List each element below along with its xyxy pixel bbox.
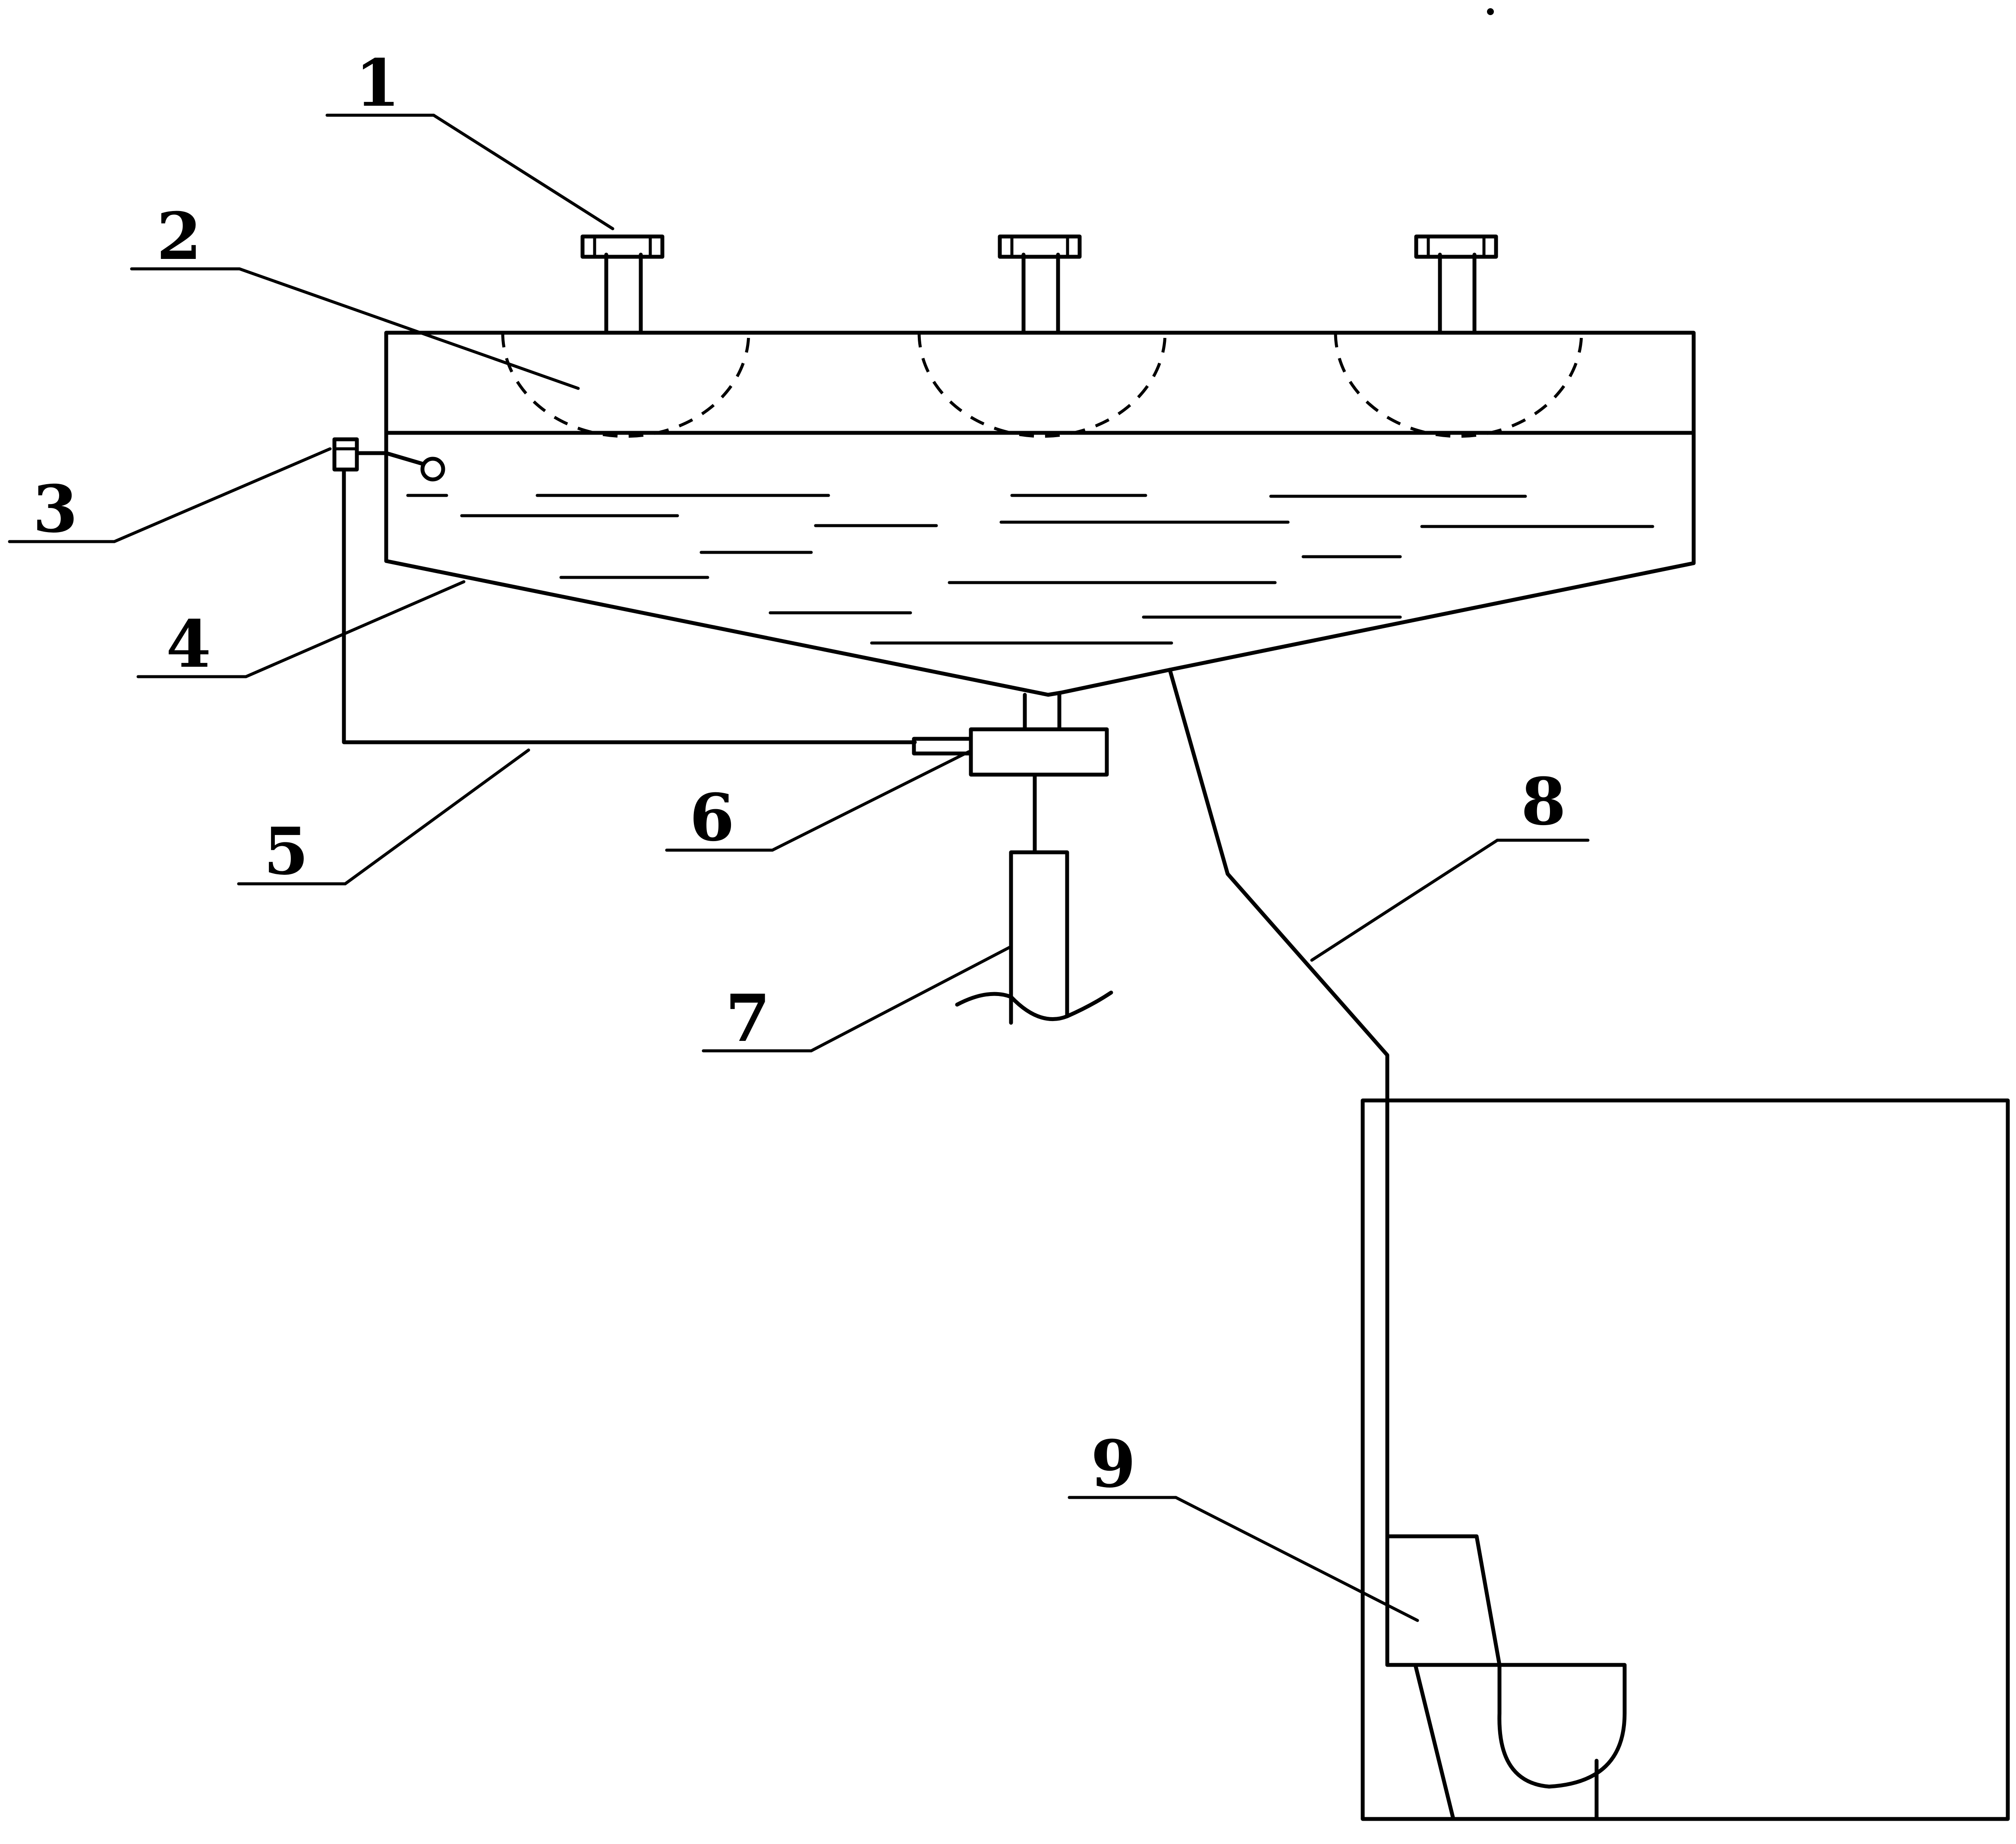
tank <box>384 331 1696 697</box>
label-1: 1 <box>355 45 400 121</box>
label-4: 4 <box>166 606 211 682</box>
label-9: 9 <box>1091 1426 1136 1502</box>
label-7: 7 <box>725 980 770 1056</box>
leader-4 <box>136 580 466 678</box>
dome-2 <box>917 332 1167 438</box>
leader-7 <box>702 946 1011 1053</box>
valve <box>912 693 1109 854</box>
actuator <box>955 850 1113 1025</box>
level-sensor <box>332 437 445 482</box>
reference-numerals: 1 2 3 4 5 6 7 8 9 <box>33 45 1566 1502</box>
dome-3 <box>1334 332 1583 438</box>
nozzle-2 <box>998 234 1082 335</box>
stray-dot <box>1487 8 1494 15</box>
drain-pipe <box>1168 668 1389 1667</box>
leader-1 <box>325 113 614 230</box>
control-wire <box>342 467 917 744</box>
label-3: 3 <box>33 471 78 547</box>
leader-6 <box>665 750 970 852</box>
dome-1 <box>501 332 750 438</box>
leader-lines <box>8 113 1590 1622</box>
label-6: 6 <box>690 780 734 856</box>
room <box>1361 1098 2010 1821</box>
label-8: 8 <box>1521 764 1566 840</box>
nozzle-3 <box>1414 234 1498 335</box>
leader-5 <box>237 748 530 886</box>
toilet <box>1385 1534 1627 1821</box>
tank-outline <box>384 331 1696 697</box>
liquid-dashes <box>406 494 1654 645</box>
nozzle-1 <box>580 234 665 335</box>
leader-9 <box>1068 1496 1419 1622</box>
label-2: 2 <box>157 199 202 274</box>
leader-2 <box>130 267 580 390</box>
leader-3 <box>8 447 332 543</box>
label-5: 5 <box>264 813 309 889</box>
leader-8 <box>1310 838 1590 962</box>
